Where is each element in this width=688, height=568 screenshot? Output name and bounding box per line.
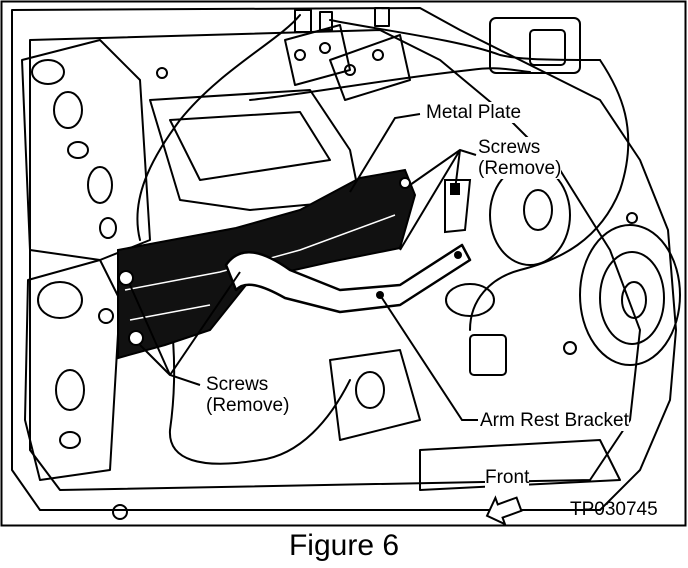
arm-rest-bracket	[224, 243, 472, 314]
speaker	[579, 224, 681, 366]
label-screws-left-line1: Screws	[206, 374, 269, 395]
figure-frame	[0, 0, 687, 527]
label-screws-left: Screws (Remove)	[206, 374, 290, 416]
door-shell-outline	[11, 7, 677, 511]
label-screws-top-line1: Screws	[478, 137, 541, 158]
label-front: Front	[485, 467, 530, 488]
left-panel	[21, 39, 151, 261]
label-screws-top: Screws (Remove)	[478, 137, 562, 179]
leader-metal-plate	[349, 113, 421, 193]
label-arm-rest-bracket: Arm Rest Bracket	[480, 410, 629, 431]
figure-code: TP030745	[570, 499, 658, 520]
leader-arm-rest	[381, 297, 478, 421]
label-screws-top-line2: (Remove)	[478, 158, 562, 179]
door-panel-illustration	[0, 0, 687, 527]
label-metal-plate: Metal Plate	[426, 102, 522, 123]
figure-caption: Figure 6	[288, 529, 400, 562]
front-arrow-icon	[485, 495, 523, 527]
label-screws-left-line2: (Remove)	[206, 395, 290, 416]
upper-cable	[136, 14, 301, 241]
